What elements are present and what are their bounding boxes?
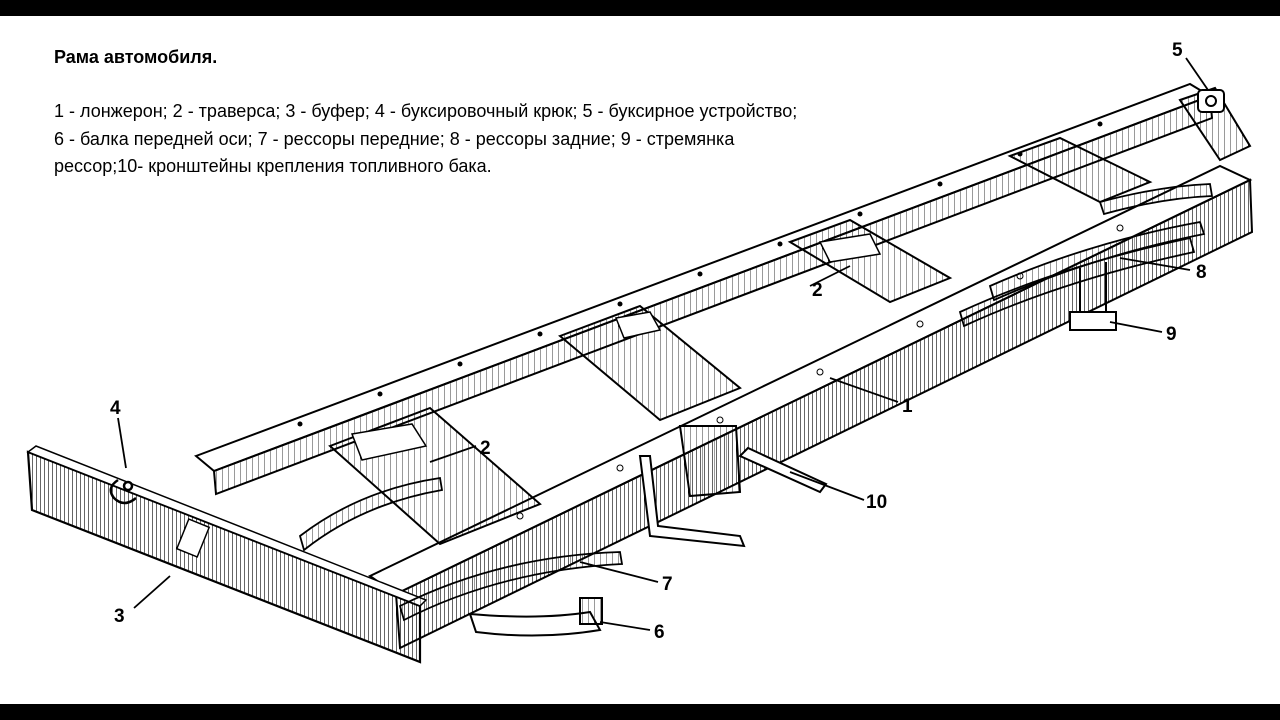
front-axle-beam (468, 597, 603, 637)
legend: 1 - лонжерон; 2 - траверса; 3 - буфер; 4… (54, 98, 797, 181)
callout-leaders (117, 57, 1209, 631)
callout-6: 6 (654, 622, 665, 643)
callout-5: 5 (1172, 40, 1183, 61)
callout-9: 9 (1166, 324, 1177, 345)
traverse-plates (350, 233, 882, 461)
callout-2b: 2 (812, 280, 823, 301)
callout-2a: 2 (480, 438, 491, 459)
callout-10: 10 (866, 492, 887, 513)
frame-drawing: 1 2 2 3 4 5 6 7 8 9 10 (26, 40, 1254, 664)
legend-line-2: 6 - балка передней оси; 7 - рессоры пере… (54, 128, 735, 149)
callout-1: 1 (902, 396, 913, 417)
tow-device (1197, 89, 1225, 113)
front-springs (298, 476, 624, 622)
callout-4: 4 (110, 398, 121, 419)
legend-line-1: 1 - лонжерон; 2 - траверса; 3 - буфер; 4… (54, 101, 798, 121)
diagram-title: Рама автомобиля. (54, 47, 218, 67)
callout-7: 7 (662, 574, 673, 595)
fuel-tank-brackets (638, 425, 828, 548)
longeron-left (194, 82, 1214, 496)
diagram-canvas: 1 2 2 3 4 5 6 7 8 9 10 Рама автомобиля. … (0, 16, 1280, 704)
spring-ubolts (1069, 262, 1117, 331)
callout-3: 3 (114, 606, 125, 627)
tow-hook (109, 478, 137, 505)
callout-8: 8 (1196, 262, 1207, 283)
legend-line-3: рессор;10- кронштейны крепления топливно… (54, 156, 492, 176)
